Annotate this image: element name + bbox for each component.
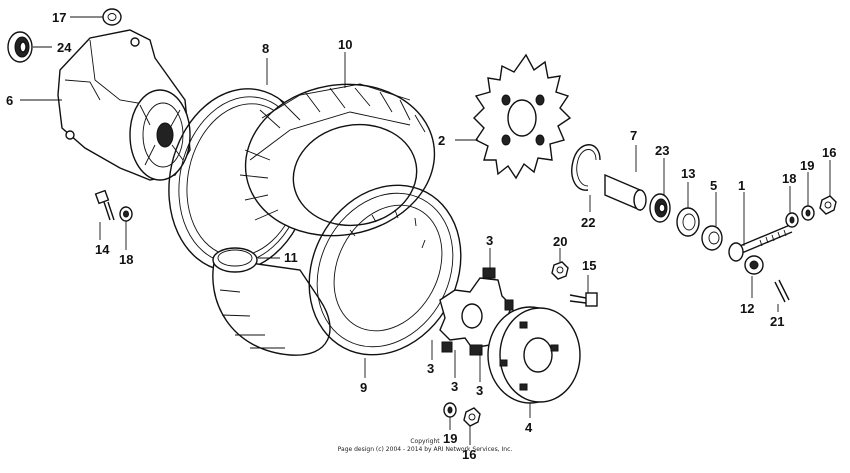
callout-24: 24 <box>57 40 72 55</box>
copyright-notice: Copyright Page design (c) 2004 - 2014 by… <box>338 438 513 453</box>
copyright-line-2: Page design (c) 2004 - 2014 by ARI Netwo… <box>338 446 513 453</box>
part-18-washer-left[interactable] <box>119 206 133 222</box>
callout-16-right: 16 <box>822 145 836 160</box>
callout-3-top: 3 <box>486 233 493 248</box>
part-14-bolt[interactable] <box>94 189 115 221</box>
callout-21: 21 <box>770 314 784 329</box>
part-23-bearing[interactable] <box>649 193 671 223</box>
callout-10: 10 <box>338 37 352 52</box>
callout-20: 20 <box>553 234 567 249</box>
callout-5: 5 <box>710 178 717 193</box>
callout-22: 22 <box>581 215 595 230</box>
callout-1: 1 <box>738 178 745 193</box>
part-16-nut-right[interactable] <box>819 195 837 215</box>
callout-4: 4 <box>525 420 533 435</box>
callout-6: 6 <box>6 93 13 108</box>
copyright-line-1: Copyright <box>410 438 440 445</box>
callout-17: 17 <box>52 10 66 25</box>
part-17-nut[interactable] <box>102 8 122 26</box>
callout-7: 7 <box>630 128 637 143</box>
callout-labels: 17 24 6 8 10 2 7 23 13 5 1 18 19 16 22 2… <box>6 10 836 462</box>
leader-lines <box>20 16 831 445</box>
part-7-collar[interactable] <box>604 173 647 212</box>
part-18-washer-right[interactable] <box>785 212 799 228</box>
callout-11: 11 <box>284 250 298 265</box>
part-13-seal[interactable] <box>676 207 700 237</box>
callout-8: 8 <box>262 41 269 56</box>
part-19-washer-right[interactable] <box>801 205 815 221</box>
callout-3-right: 3 <box>476 383 483 398</box>
part-12-adjuster[interactable] <box>744 255 764 275</box>
callout-9: 9 <box>360 380 367 395</box>
callout-19-bottom: 19 <box>443 431 457 446</box>
callout-3-left: 3 <box>427 361 434 376</box>
part-15-bolt[interactable] <box>569 292 598 307</box>
callout-18-right: 18 <box>782 171 796 186</box>
callout-13: 13 <box>681 166 695 181</box>
part-24-bearing[interactable] <box>7 31 33 63</box>
callout-18-left: 18 <box>119 252 133 267</box>
callout-2: 2 <box>438 133 445 148</box>
part-1-axle[interactable] <box>728 224 793 262</box>
part-2-sprocket[interactable] <box>473 53 572 180</box>
part-21-cotter-pin[interactable] <box>774 279 790 303</box>
callout-16-bottom: 16 <box>462 447 476 462</box>
callout-3-bottom: 3 <box>451 379 458 394</box>
part-20-nut[interactable] <box>551 261 569 280</box>
part-22-circlip[interactable] <box>571 144 601 191</box>
part-19-washer-bottom[interactable] <box>443 402 457 418</box>
part-4-hub-plate[interactable] <box>487 306 581 404</box>
part-16-nut-bottom[interactable] <box>463 407 481 427</box>
callout-19-right: 19 <box>800 158 814 173</box>
part-11-tube[interactable] <box>212 247 331 356</box>
part-6-hub[interactable] <box>57 29 191 181</box>
callout-23: 23 <box>655 143 669 158</box>
callout-15: 15 <box>582 258 596 273</box>
callout-14: 14 <box>95 242 110 257</box>
part-5-collar[interactable] <box>701 225 723 251</box>
callout-12: 12 <box>740 301 754 316</box>
